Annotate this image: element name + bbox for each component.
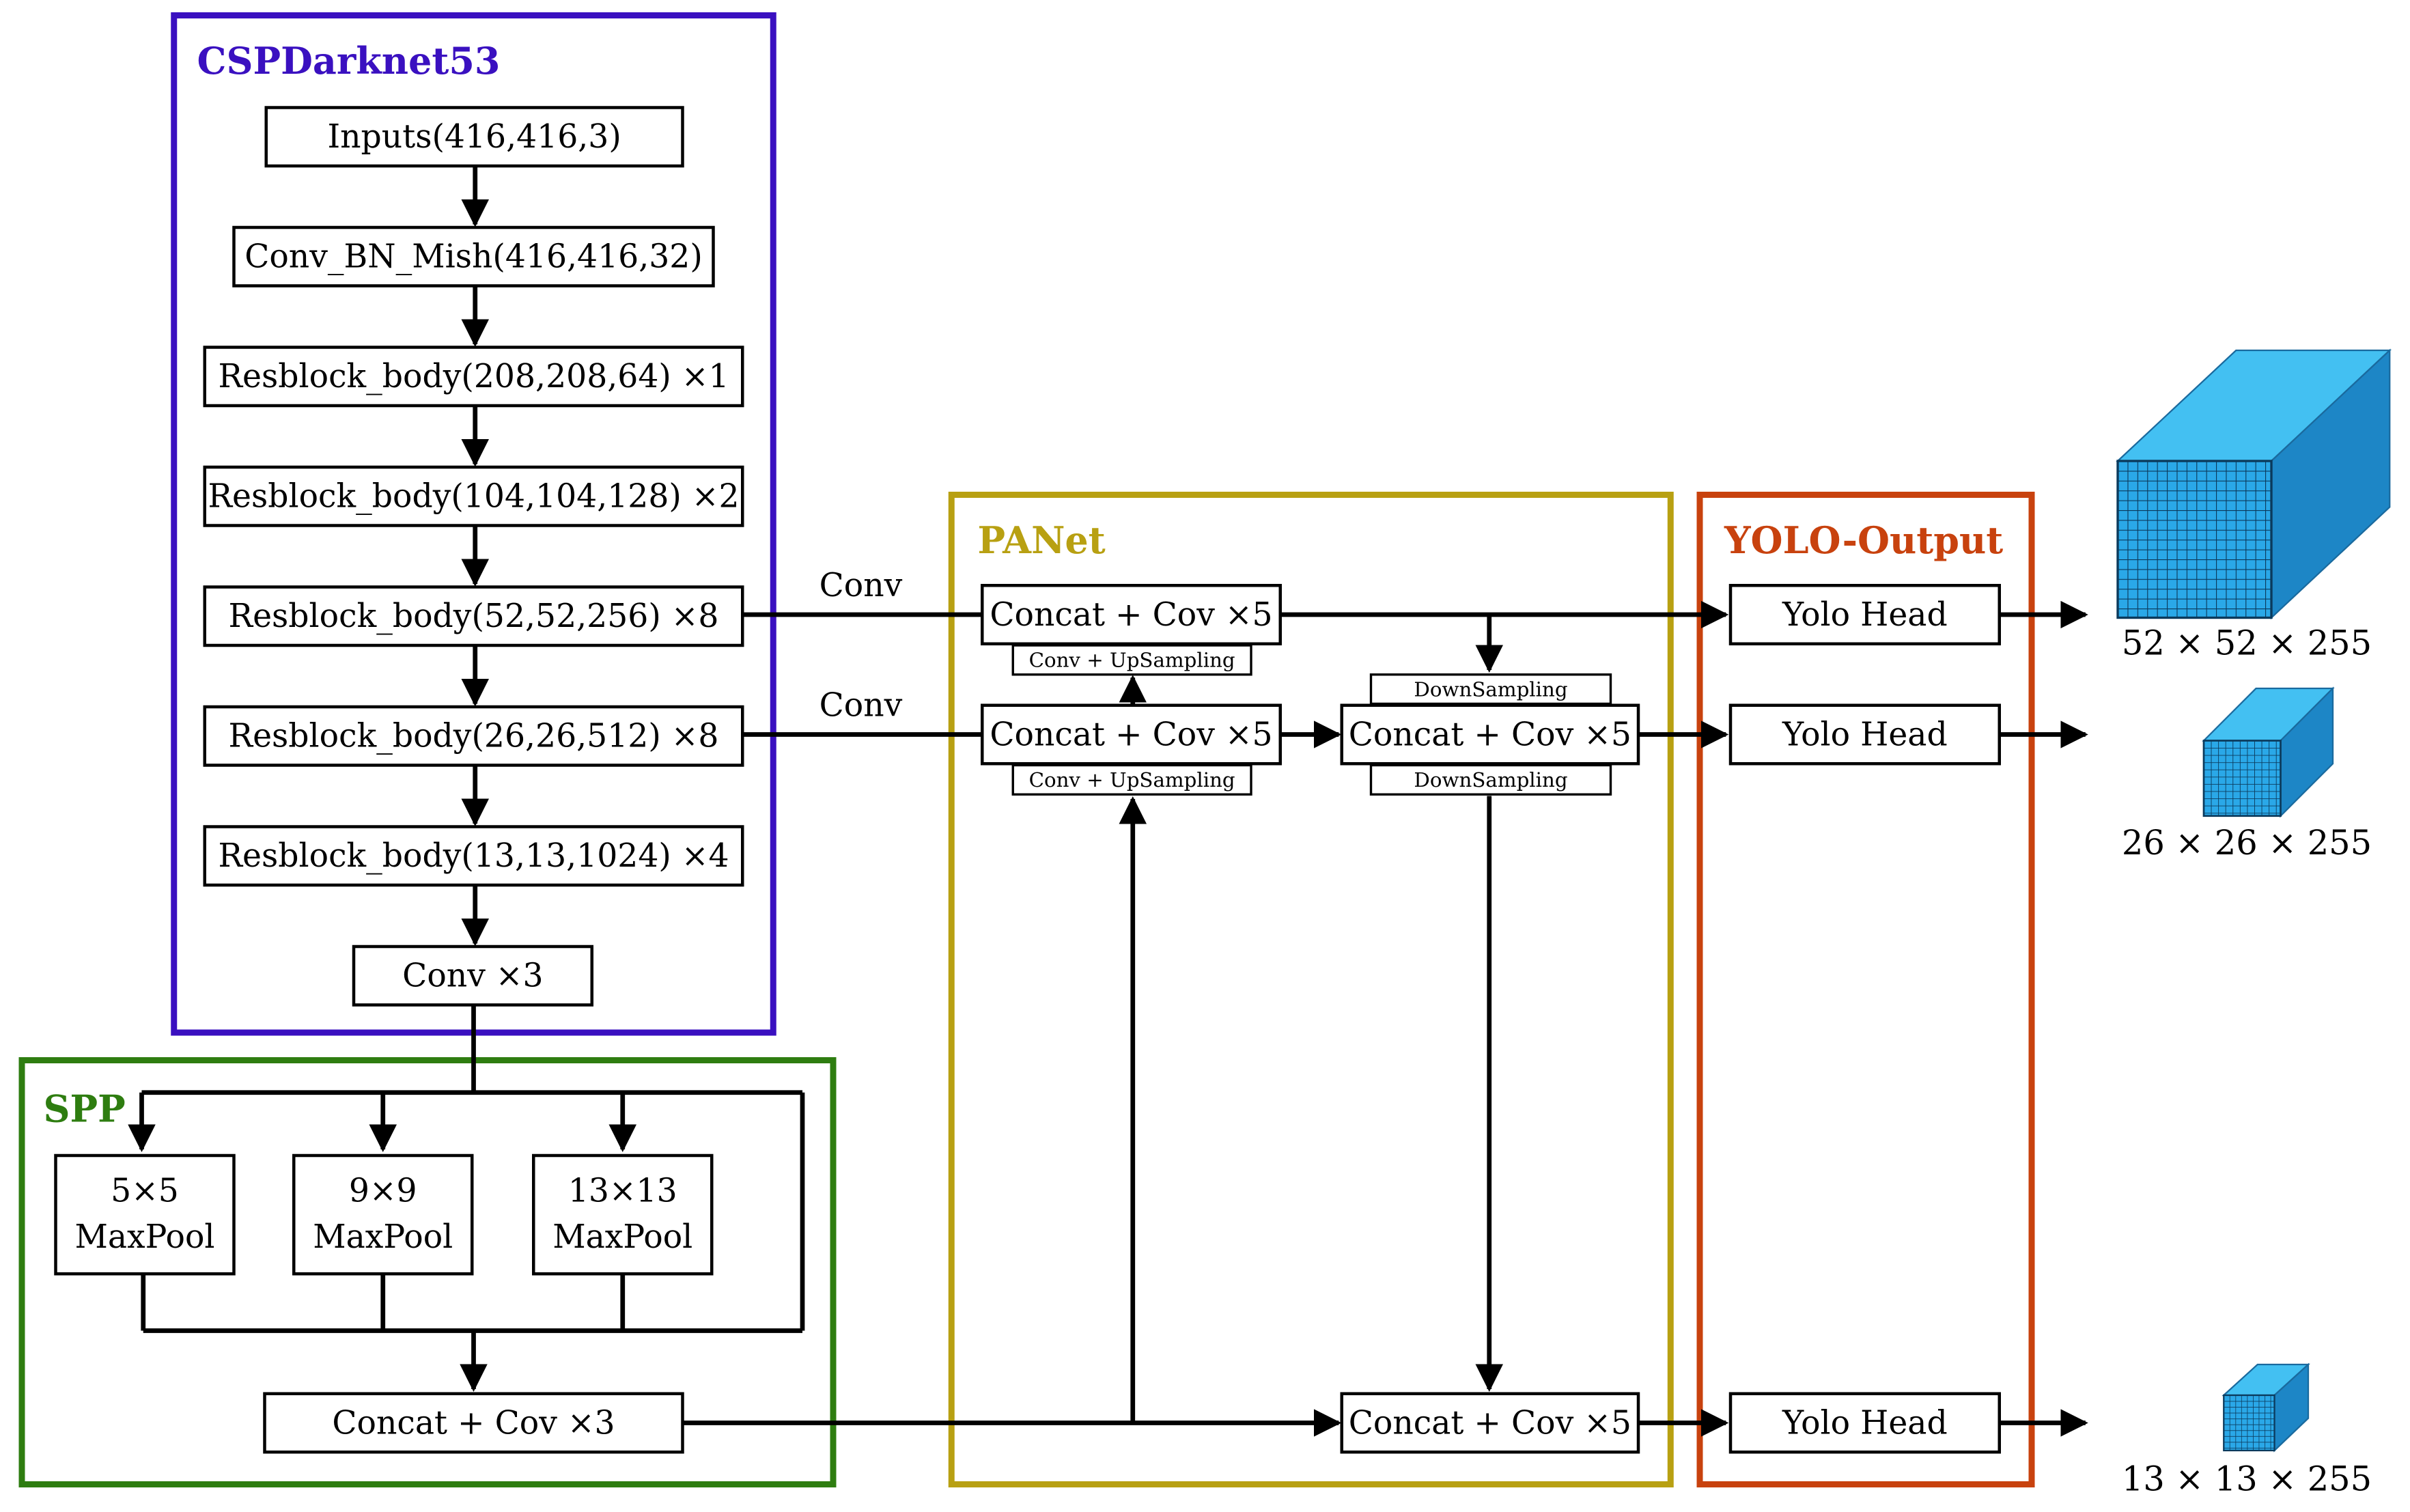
svg-text:Yolo Head: Yolo Head [1782,716,1948,753]
backbone-resblock-5-node: Resblock_body(13,13,1024) ×4 [203,825,744,887]
backbone-inputs-node: Inputs(416,416,3) [264,106,684,168]
svg-text:Conv ×3: Conv ×3 [402,957,543,995]
svg-text:Resblock_body(13,13,1024) ×4: Resblock_body(13,13,1024) ×4 [218,837,729,875]
svg-text:Yolo Head: Yolo Head [1782,1404,1948,1442]
output-shape-13: 13 × 13 × 255 [2122,1459,2372,1499]
yolo-output-frame [1696,492,2035,1487]
svg-text:Concat + Cov ×3: Concat + Cov ×3 [332,1404,615,1442]
svg-text:Yolo Head: Yolo Head [1782,596,1948,634]
svg-text:5×5: 5×5 [111,1173,179,1210]
backbone-resblock-4-node: Resblock_body(26,26,512) ×8 [203,705,744,767]
conv-label-row-26: Conv [819,687,903,725]
spp-maxpool-9: 9×9 MaxPool [292,1153,474,1276]
svg-text:MaxPool: MaxPool [313,1218,453,1256]
panet-downsampling-label-2: DownSampling [1369,764,1612,796]
backbone-conv3-node: Conv ×3 [352,944,593,1007]
svg-text:MaxPool: MaxPool [552,1218,692,1256]
svg-text:Concat + Cov ×5: Concat + Cov ×5 [990,716,1272,753]
panet-upsampling-label-1: Conv + UpSampling [1011,644,1252,676]
cspdarknet-title: CSPDarknet53 [197,39,501,83]
svg-text:13×13: 13×13 [568,1173,677,1210]
backbone-conv-bn-mish-node: Conv_BN_Mish(416,416,32) [232,225,715,288]
yolo-output-title: YOLO-Output [1724,518,2003,562]
conv-label-row-52: Conv [819,567,903,604]
backbone-resblock-3-node: Resblock_body(52,52,256) ×8 [203,585,744,647]
spp-concat-node: Concat + Cov ×3 [263,1392,684,1454]
backbone-resblock-1-node: Resblock_body(208,208,64) ×1 [203,346,744,408]
panet-concat-bottom: Concat + Cov ×5 [1340,1392,1640,1454]
spp-branch-lines [128,1005,805,1392]
yolo-head-2: Yolo Head [1728,703,2001,766]
panet-frame [948,492,1674,1487]
spp-maxpool-5: 5×5 MaxPool [54,1153,236,1276]
svg-text:Concat + Cov ×5: Concat + Cov ×5 [1349,716,1631,753]
svg-text:Conv + UpSampling: Conv + UpSampling [1029,768,1235,792]
svg-text:Concat + Cov ×5: Concat + Cov ×5 [1349,1404,1631,1442]
output-cube-13 [2222,1362,2310,1453]
svg-text:Resblock_body(52,52,256) ×8: Resblock_body(52,52,256) ×8 [229,598,719,635]
svg-text:DownSampling: DownSampling [1414,677,1567,701]
svg-text:Conv_BN_Mish(416,416,32): Conv_BN_Mish(416,416,32) [244,238,703,276]
svg-text:Resblock_body(104,104,128) ×2: Resblock_body(104,104,128) ×2 [208,478,739,516]
main-connection-lines [682,600,2088,1437]
svg-text:Concat + Cov ×5: Concat + Cov ×5 [990,596,1272,634]
panet-concat-mid-left: Concat + Cov ×5 [981,703,1282,766]
svg-text:Inputs(416,416,3): Inputs(416,416,3) [327,118,621,156]
svg-text:Conv + UpSampling: Conv + UpSampling [1029,649,1235,672]
panet-concat-top: Concat + Cov ×5 [981,584,1282,645]
panet-concat-mid-right: Concat + Cov ×5 [1340,703,1640,766]
yolo-head-3: Yolo Head [1728,1392,2001,1454]
output-shape-26: 26 × 26 × 255 [2122,823,2372,863]
spp-maxpool-13: 13×13 MaxPool [531,1153,714,1276]
spp-title: SPP [44,1087,126,1131]
yolo-head-1: Yolo Head [1728,584,2001,645]
panet-title: PANet [978,518,1106,562]
output-cube-26 [2202,686,2335,818]
panet-downsampling-label-1: DownSampling [1369,673,1612,705]
backbone-resblock-2-node: Resblock_body(104,104,128) ×2 [203,465,744,527]
spp-frame [18,1057,837,1487]
svg-text:9×9: 9×9 [349,1173,417,1210]
svg-text:MaxPool: MaxPool [74,1218,214,1256]
svg-text:Resblock_body(208,208,64) ×1: Resblock_body(208,208,64) ×1 [218,358,729,395]
output-shape-52: 52 × 52 × 255 [2122,624,2372,663]
svg-text:Resblock_body(26,26,512) ×8: Resblock_body(26,26,512) ×8 [229,718,719,755]
output-cube-52 [2116,348,2392,620]
panet-upsampling-label-2: Conv + UpSampling [1011,764,1252,796]
svg-text:DownSampling: DownSampling [1414,768,1567,792]
